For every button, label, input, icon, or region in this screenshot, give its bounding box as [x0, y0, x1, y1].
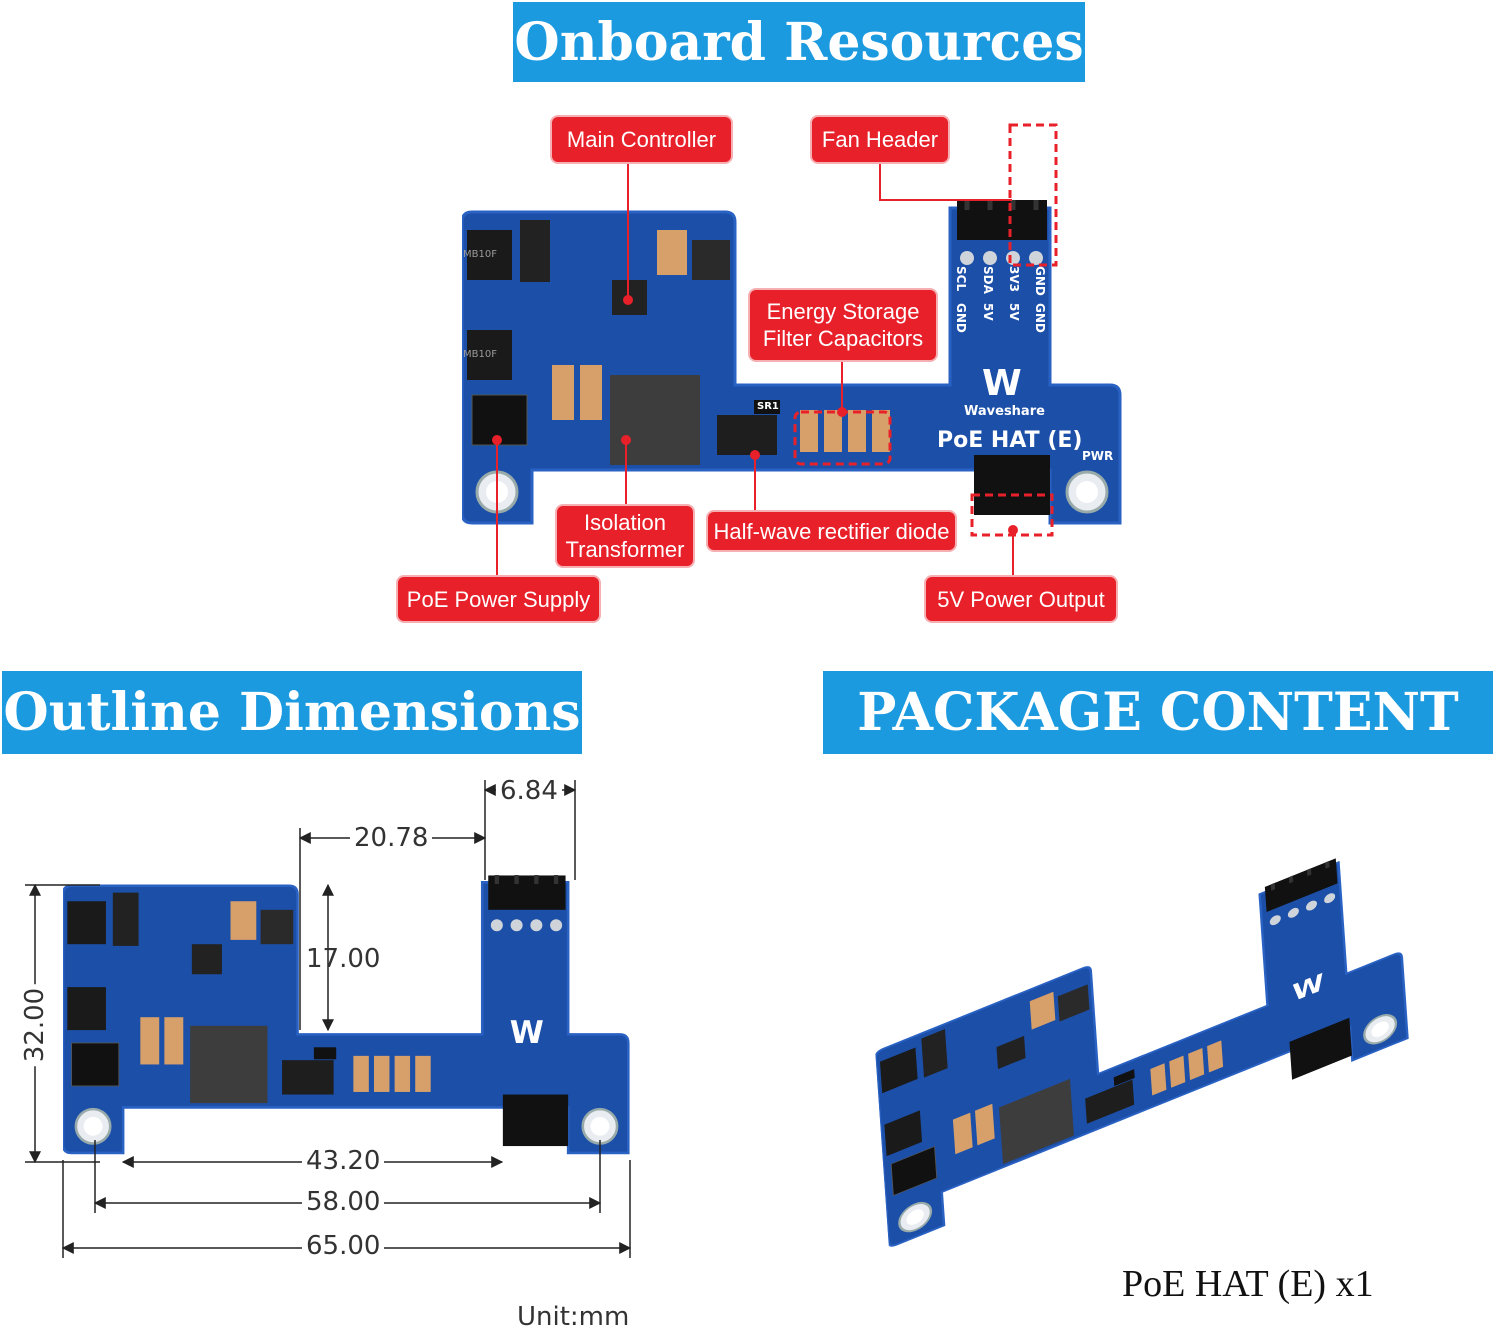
callout-isolation-line1: Isolation	[584, 510, 666, 535]
package-content-title: PACKAGE CONTENT	[823, 671, 1493, 754]
chip-label-sr1: SR1	[757, 401, 779, 412]
pin-label-gnd-2: GND	[954, 303, 968, 333]
chip-label-mb10f-1: MB10F	[463, 249, 497, 260]
callout-energy-storage-line2: Filter Capacitors	[762, 326, 924, 351]
board-outline-view	[63, 807, 628, 1153]
leader-lines	[496, 123, 1058, 578]
pin-label-5v-2: 5V	[1007, 303, 1021, 321]
onboard-resources-title: Onboard Resources	[513, 2, 1085, 82]
dim-hole-spacing: 58.00	[302, 1187, 385, 1217]
pin-label-gnd-1: GND	[1033, 266, 1047, 296]
outline-dimensions-title: Outline Dimensions	[2, 671, 582, 754]
pin-label-sda: SDA	[981, 266, 995, 294]
callout-isolation-line2: Transformer	[565, 537, 685, 562]
pin-label-scl: SCL	[954, 266, 968, 292]
board-package-view	[874, 834, 1410, 1250]
package-item-caption: PoE HAT (E) x1	[1122, 1263, 1374, 1305]
pin-label-gnd-3: GND	[1033, 303, 1047, 333]
pin-label-5v-1: 5V	[981, 303, 995, 321]
brand-silkscreen: Waveshare	[964, 404, 1045, 419]
dim-left-to-header: 20.78	[350, 823, 433, 853]
callout-energy-storage-line1: Energy Storage	[766, 299, 920, 324]
callout-energy-storage: Energy Storage Filter Capacitors	[750, 290, 936, 360]
chip-label-mb10f-2: MB10F	[463, 349, 497, 360]
callout-fan-header: Fan Header	[812, 117, 948, 162]
dim-total-width: 65.00	[302, 1231, 385, 1261]
model-silkscreen: PoE HAT (E)	[937, 428, 1083, 453]
callout-rectifier-diode: Half-wave rectifier diode	[708, 512, 955, 550]
unit-label: Unit:mm	[513, 1302, 634, 1332]
dim-hole-to-connector: 43.20	[302, 1146, 385, 1176]
pin-label-3v3: 3V3	[1007, 266, 1021, 292]
dim-header-width: 6.84	[496, 776, 562, 806]
callout-isolation-transformer: Isolation Transformer	[557, 506, 693, 566]
dim-notch-depth: 17.00	[306, 944, 381, 974]
dim-height: 32.00	[20, 983, 51, 1067]
callout-5v-power-output: 5V Power Output	[926, 577, 1116, 621]
callout-main-controller: Main Controller	[552, 117, 731, 162]
pwr-silkscreen: PWR	[1082, 449, 1114, 463]
callout-poe-power-supply: PoE Power Supply	[398, 577, 599, 621]
